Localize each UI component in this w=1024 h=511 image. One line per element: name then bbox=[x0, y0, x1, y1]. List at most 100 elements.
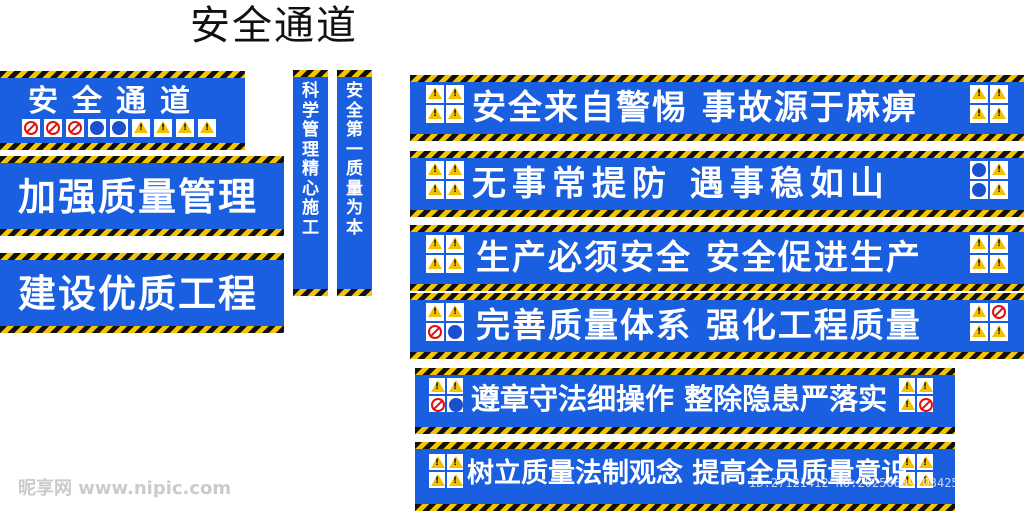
banner-follow-rules: 遵章守法细操作 整除隐患严落实 bbox=[415, 368, 955, 434]
safety-sign-group-left bbox=[426, 235, 464, 273]
warning-sign-icon bbox=[426, 85, 444, 103]
prohibition-sign-icon bbox=[66, 119, 84, 137]
mandatory-sign-icon bbox=[447, 396, 463, 412]
warning-sign-icon bbox=[447, 454, 463, 470]
vertical-banner-scientific-management: 科学管理 精心施工 bbox=[293, 70, 328, 296]
warning-sign-icon bbox=[446, 161, 464, 179]
safety-sign-group-left bbox=[429, 454, 463, 488]
banner-text: 无事常提防 遇事稳如山 bbox=[472, 164, 890, 204]
banner-quality-management: 加强质量管理 bbox=[0, 156, 284, 236]
prohibition-sign-icon bbox=[429, 396, 445, 412]
hazard-stripe-top bbox=[0, 156, 284, 163]
warning-sign-icon bbox=[447, 472, 463, 488]
hazard-stripe-top bbox=[415, 368, 955, 375]
safety-sign-group-right bbox=[970, 235, 1008, 273]
mandatory-sign-icon bbox=[970, 181, 988, 199]
safety-sign-group-right bbox=[970, 303, 1008, 341]
prohibition-sign-icon bbox=[990, 303, 1008, 321]
hazard-stripe-top bbox=[410, 293, 1024, 300]
warning-sign-icon bbox=[970, 85, 988, 103]
warning-sign-icon bbox=[426, 161, 444, 179]
warning-sign-icon bbox=[426, 303, 444, 321]
warning-sign-icon bbox=[426, 181, 444, 199]
warning-sign-icon bbox=[917, 454, 933, 470]
hazard-stripe-bottom bbox=[0, 326, 284, 333]
hazard-stripe-top bbox=[337, 70, 372, 77]
banner-text: 遵章守法细操作 整除隐患严落实 bbox=[471, 382, 888, 416]
hazard-stripe-top bbox=[0, 253, 284, 260]
hazard-stripe-bottom bbox=[410, 352, 1024, 359]
banner-text: 建设优质工程 bbox=[18, 272, 259, 316]
hazard-stripe-bottom bbox=[415, 427, 955, 434]
hazard-stripe-top bbox=[410, 75, 1024, 82]
safety-sign-group-right bbox=[899, 454, 933, 488]
prohibition-sign-icon bbox=[917, 396, 933, 412]
hazard-stripe-bottom bbox=[293, 289, 328, 296]
prohibition-sign-icon bbox=[426, 323, 444, 341]
warning-sign-icon bbox=[426, 235, 444, 253]
hazard-stripe-bottom bbox=[0, 143, 245, 150]
warning-sign-icon bbox=[446, 181, 464, 199]
banner-be-prepared: 无事常提防 遇事稳如山 bbox=[410, 151, 1024, 217]
watermark-id: ID:27121412 NO:20250609103425656104 bbox=[749, 476, 1002, 490]
banner-text: 完善质量体系 强化工程质量 bbox=[476, 306, 922, 346]
banner-quality-system: 完善质量体系 强化工程质量 bbox=[410, 293, 1024, 359]
banner-text: 生产必须安全 安全促进生产 bbox=[476, 238, 922, 278]
warning-sign-icon bbox=[446, 105, 464, 123]
banner-safety-vigilance: 安全来自警惕 事故源于麻痹 bbox=[410, 75, 1024, 141]
hazard-stripe-bottom bbox=[337, 289, 372, 296]
warning-sign-icon bbox=[429, 472, 445, 488]
watermark-site: 昵享网 www.nipic.com bbox=[18, 478, 232, 499]
mandatory-sign-icon bbox=[446, 323, 464, 341]
prohibition-sign-icon bbox=[22, 119, 40, 137]
warning-sign-icon bbox=[990, 323, 1008, 341]
hazard-stripe-bottom bbox=[410, 134, 1024, 141]
safety-sign-group-right bbox=[899, 378, 933, 412]
warning-sign-icon bbox=[899, 472, 915, 488]
warning-sign-icon bbox=[990, 85, 1008, 103]
banner-production-safety: 生产必须安全 安全促进生产 bbox=[410, 225, 1024, 291]
warning-sign-icon bbox=[132, 119, 150, 137]
warning-sign-icon bbox=[970, 303, 988, 321]
warning-sign-icon bbox=[176, 119, 194, 137]
mandatory-sign-icon bbox=[970, 161, 988, 179]
banner-safety-passage: 安全通道 bbox=[0, 71, 245, 150]
warning-sign-icon bbox=[429, 378, 445, 394]
warning-sign-icon bbox=[990, 181, 1008, 199]
warning-sign-icon bbox=[154, 119, 172, 137]
warning-sign-icon bbox=[990, 105, 1008, 123]
safety-sign-group-left bbox=[429, 378, 463, 412]
safety-sign-group-right bbox=[970, 161, 1008, 199]
vertical-banner-safety-first: 安全第一 质量为本 bbox=[337, 70, 372, 296]
warning-sign-icon bbox=[990, 255, 1008, 273]
warning-sign-icon bbox=[917, 472, 933, 488]
warning-sign-icon bbox=[970, 105, 988, 123]
safety-sign-group-right bbox=[970, 85, 1008, 123]
warning-sign-icon bbox=[446, 85, 464, 103]
banner-text: 加强质量管理 bbox=[18, 175, 259, 219]
warning-sign-icon bbox=[899, 454, 915, 470]
warning-sign-icon bbox=[198, 119, 216, 137]
hazard-stripe-bottom bbox=[415, 504, 955, 511]
warning-sign-icon bbox=[446, 303, 464, 321]
banner-quality-awareness: 树立质量法制观念 提高全员质量意识 bbox=[415, 442, 955, 511]
safety-sign-group-left bbox=[426, 85, 464, 123]
safety-sign-group-left bbox=[426, 161, 464, 199]
mandatory-sign-icon bbox=[88, 119, 106, 137]
warning-sign-icon bbox=[990, 235, 1008, 253]
safety-sign-group-left bbox=[426, 303, 464, 341]
hazard-stripe-top bbox=[410, 225, 1024, 232]
warning-sign-icon bbox=[899, 378, 915, 394]
safety-sign-row bbox=[22, 119, 216, 137]
warning-sign-icon bbox=[899, 396, 915, 412]
banner-text: 安全来自警惕 事故源于麻痹 bbox=[472, 88, 918, 128]
warning-sign-icon bbox=[429, 454, 445, 470]
warning-sign-icon bbox=[917, 378, 933, 394]
hazard-stripe-top bbox=[415, 442, 955, 449]
warning-sign-icon bbox=[446, 235, 464, 253]
page-title: 安全通道 bbox=[190, 3, 358, 49]
hazard-stripe-bottom bbox=[410, 210, 1024, 217]
warning-sign-icon bbox=[970, 323, 988, 341]
warning-sign-icon bbox=[426, 105, 444, 123]
hazard-stripe-bottom bbox=[410, 284, 1024, 291]
